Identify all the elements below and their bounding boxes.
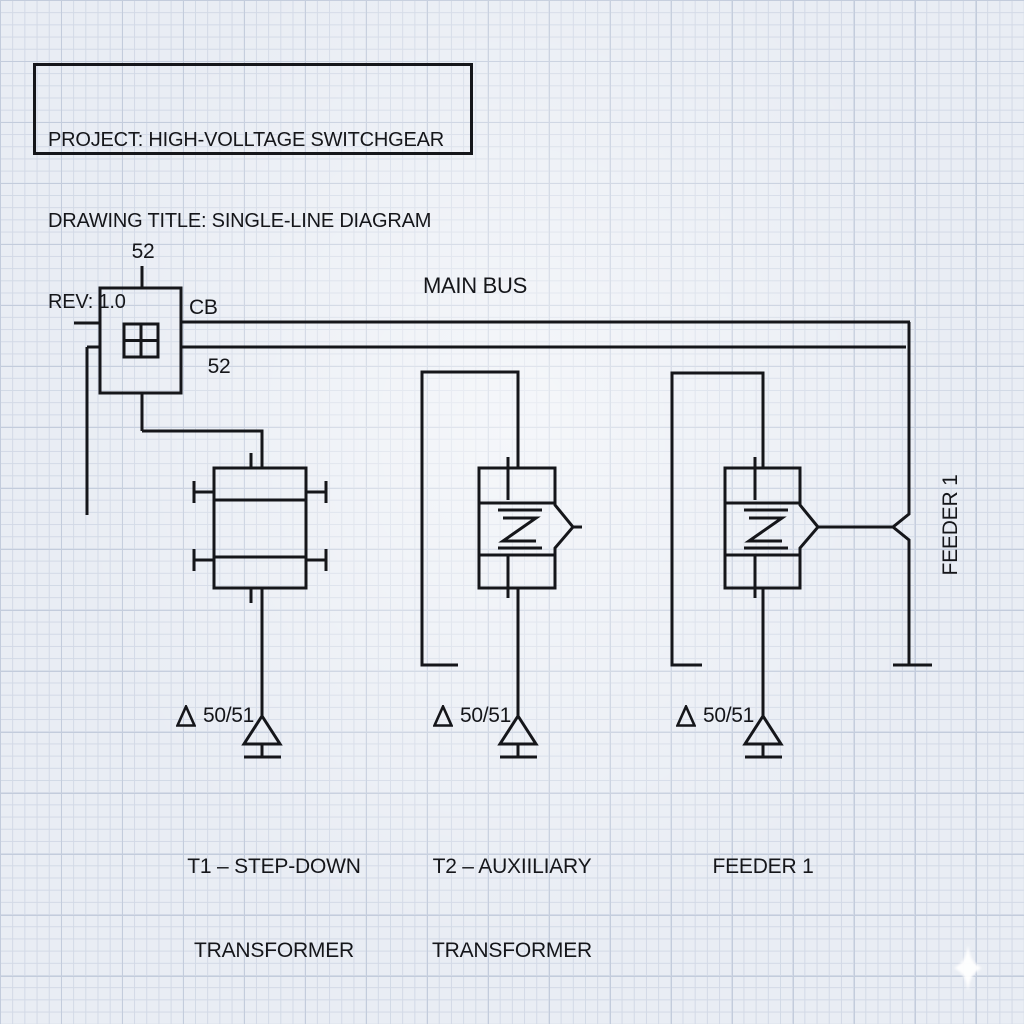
- t2-body: [477, 466, 575, 590]
- feeder1-body: [723, 466, 820, 590]
- feeder1-branch-symbol: [670, 371, 893, 759]
- branch-name-t2: T2 – AUXIILIARY TRANSFORMER: [392, 797, 632, 993]
- t2-drop-bracket: [420, 370, 520, 667]
- project-title: PROJECT: HIGH-VOLLTAGE SWITCHGEAR: [48, 129, 445, 151]
- title-block: PROJECT: HIGH-VOLLTAGE SWITCHGEAR DRAWIN…: [33, 63, 473, 313]
- circuit-breaker-symbol: [74, 266, 264, 515]
- breaker-label: CB: [189, 296, 218, 319]
- t1-bushing-marks: [192, 481, 328, 571]
- delta-relay-icon: [433, 705, 453, 727]
- t2-impedance-z-icon: [498, 508, 542, 550]
- branch-name-line1: T1 – STEP-DOWN: [187, 855, 361, 878]
- branch-name-line1: FEEDER 1: [712, 855, 814, 878]
- transformer-t2-symbol: [420, 370, 582, 759]
- sparkle-watermark-icon: [954, 945, 982, 991]
- branch-name-t1: T1 – STEP-DOWN TRANSFORMER: [154, 797, 394, 993]
- feeder-riser-line: [890, 322, 932, 667]
- delta-relay-icon: [176, 705, 196, 727]
- transformer-t1-symbol: [192, 453, 328, 759]
- feeder1-impedance-z-icon: [744, 508, 788, 550]
- main-bus-lines: [181, 320, 910, 349]
- feeder-riser-label: FEEDER 1: [939, 474, 962, 576]
- feeder1-drop-bracket: [670, 371, 765, 667]
- branch-name-line2: TRANSFORMER: [194, 939, 354, 962]
- branch-name-line2: TRANSFORMER: [432, 939, 592, 962]
- delta-relay-icon: [676, 705, 696, 727]
- breaker-device-number-top: 52: [131, 240, 155, 263]
- relay-label-t2: 50/51: [433, 704, 511, 728]
- relay-device-number: 50/51: [203, 704, 255, 727]
- t1-body: [212, 466, 308, 590]
- relay-device-number: 50/51: [703, 704, 755, 727]
- relay-device-number: 50/51: [460, 704, 512, 727]
- drawing-title: DRAWING TITLE: SINGLE-LINE DIAGRAM: [48, 210, 432, 232]
- relay-label-t1: 50/51: [176, 704, 254, 728]
- revision: REV: 1.0: [48, 291, 126, 313]
- breaker-device-number-side: 52: [207, 355, 231, 378]
- branch-name-line1: T2 – AUXIILIARY: [432, 855, 592, 878]
- main-bus-label: MAIN BUS: [423, 273, 527, 298]
- branch-name-feeder1: FEEDER 1: [643, 797, 883, 965]
- relay-label-feeder1: 50/51: [676, 704, 754, 728]
